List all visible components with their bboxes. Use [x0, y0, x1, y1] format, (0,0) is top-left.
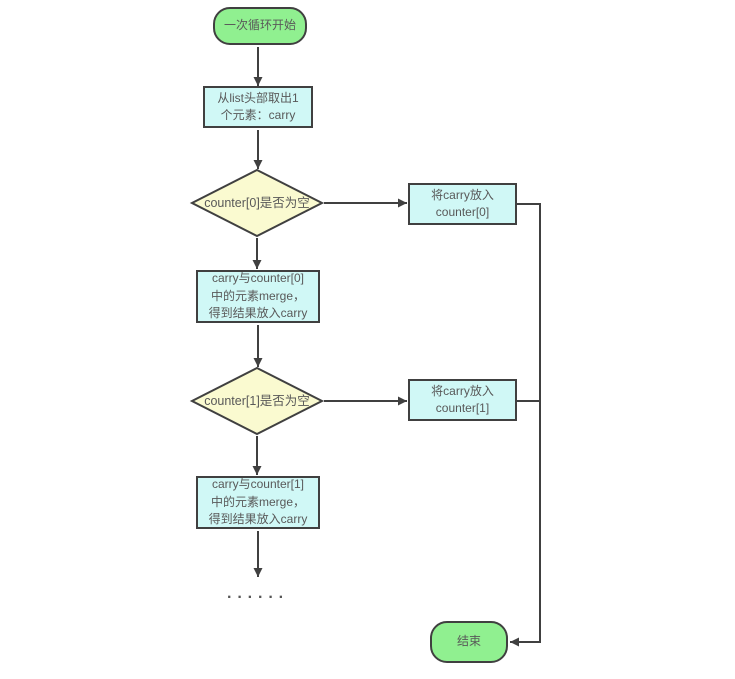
process-merge-counter1: carry与counter[1] 中的元素merge， 得到结果放入carry — [196, 476, 320, 529]
decision-counter0-label: counter[0]是否为空 — [204, 195, 310, 210]
process-merge-counter0: carry与counter[0] 中的元素merge， 得到结果放入carry — [196, 270, 320, 323]
decision-counter1-shape — [189, 366, 325, 436]
start-node: 一次循环开始 — [213, 7, 307, 45]
end-node: 结束 — [430, 621, 508, 663]
process-put-counter1: 将carry放入 counter[1] — [408, 379, 517, 421]
decision-counter0-shape — [189, 168, 325, 238]
decision-counter1-label: counter[1]是否为空 — [204, 393, 310, 408]
edge-put0-to-end — [510, 203, 541, 647]
continuation-ellipsis: ······ — [227, 589, 289, 607]
process-put-counter0: 将carry放入 counter[0] — [408, 183, 517, 225]
process-take-element: 从list头部取出1 个元素：carry — [203, 86, 313, 128]
